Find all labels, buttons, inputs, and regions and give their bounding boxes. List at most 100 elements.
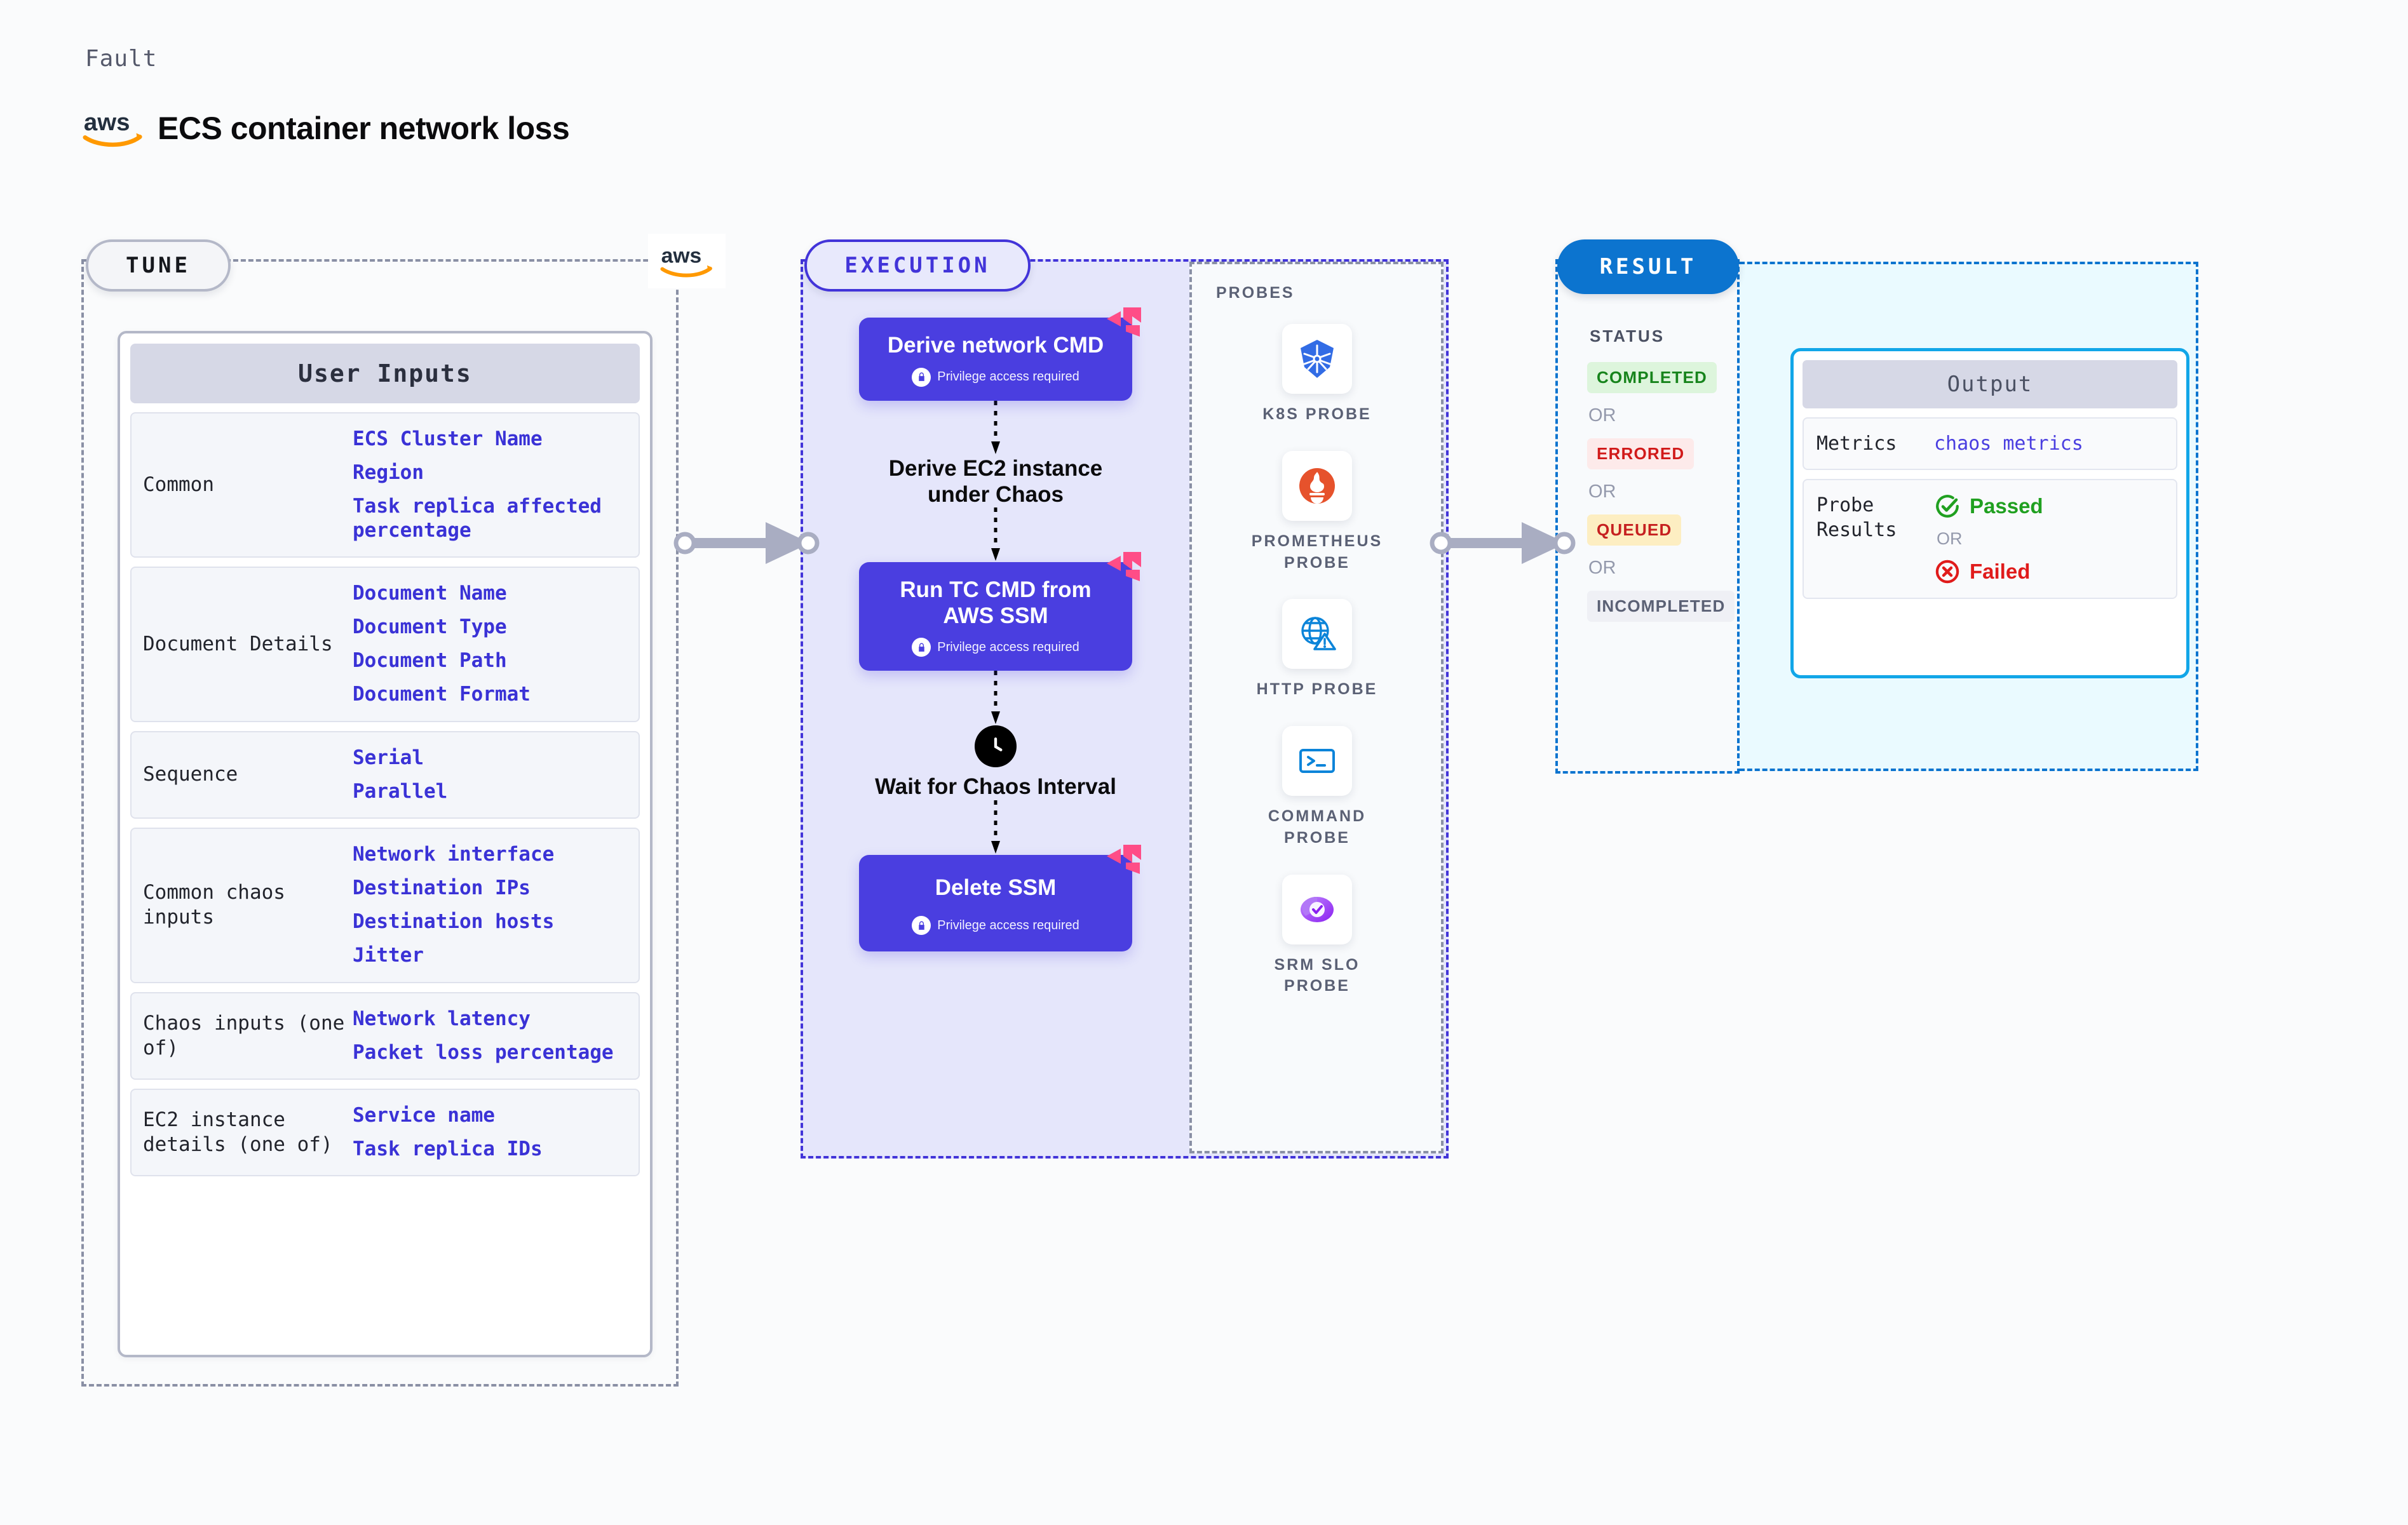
privilege-text: Privilege access required: [937, 370, 1079, 384]
list-item[interactable]: PROMETHEUS PROBE: [1244, 450, 1390, 574]
probe-label: SRM SLO PROBE: [1274, 955, 1360, 995]
terminal-icon: [1282, 726, 1352, 796]
probe-result-failed: Failed: [1934, 558, 2163, 585]
probe-label: HTTP PROBE: [1256, 680, 1378, 699]
status-list: COMPLETED OR ERRORED OR QUEUED OR INCOMP…: [1587, 362, 1740, 622]
row-value[interactable]: Destination IPs: [353, 877, 531, 900]
flow-step-wait-for-chaos-interval: Wait for Chaos Interval: [859, 725, 1132, 800]
metrics-value[interactable]: chaos metrics: [1934, 433, 2083, 455]
row-values: Service name Task replica IDs: [353, 1104, 627, 1161]
flow-node-run-tc-cmd[interactable]: Run TC CMD from AWS SSM Privilege access…: [859, 552, 1141, 671]
stage-badge-execution[interactable]: EXECUTION: [804, 239, 1031, 292]
node-label: Run TC CMD from AWS SSM: [900, 577, 1092, 628]
node-privilege-note: Privilege access required: [876, 638, 1116, 657]
svg-text:aws: aws: [661, 245, 701, 268]
status-label: STATUS: [1590, 326, 1665, 346]
user-inputs-card: User Inputs Common ECS Cluster Name Regi…: [118, 331, 653, 1357]
row-value[interactable]: Destination hosts: [353, 910, 555, 934]
flow-arrow: [859, 800, 1132, 855]
row-value[interactable]: Packet loss percentage: [353, 1040, 614, 1064]
page-eyebrow: Fault: [85, 46, 158, 72]
row-value[interactable]: Network interface: [353, 842, 555, 866]
row-value[interactable]: Service name: [353, 1104, 495, 1127]
probes-label: PROBES: [1216, 284, 1295, 302]
flow-node-derive-network-cmd[interactable]: Derive network CMD Privilege access requ…: [859, 307, 1141, 401]
probe-label: COMMAND PROBE: [1268, 807, 1367, 847]
row-value[interactable]: Task replica IDs: [353, 1138, 543, 1161]
passed-label: Passed: [1970, 494, 2043, 518]
x-circle-icon: [1935, 560, 1959, 584]
privilege-text: Privilege access required: [937, 918, 1079, 932]
list-item[interactable]: K8S PROBE: [1244, 324, 1390, 426]
probes-list: K8S PROBE PROMETHEUS PROBE: [1244, 324, 1390, 997]
table-row: Common chaos inputs Network interface De…: [130, 827, 640, 983]
probe-results-key: Probe Results: [1816, 494, 1897, 541]
row-value[interactable]: Task replica affected percentage: [353, 495, 602, 542]
privilege-text: Privilege access required: [937, 640, 1079, 654]
row-value[interactable]: Document Type: [353, 615, 507, 638]
row-value[interactable]: Serial: [353, 746, 424, 769]
stage-badge-tune[interactable]: TUNE: [86, 239, 231, 292]
row-value[interactable]: ECS Cluster Name: [353, 427, 543, 450]
row-value[interactable]: Document Format: [353, 683, 531, 706]
aws-marker-icon: aws: [648, 234, 726, 288]
srm-slo-icon: [1282, 874, 1352, 944]
row-value[interactable]: Document Path: [353, 649, 507, 673]
status-badge: ERRORED: [1587, 438, 1694, 469]
probe-results-values: Passed OR Failed: [1934, 493, 2163, 585]
or-separator: OR: [1937, 529, 1963, 548]
flow-step-derive-ec2-instance: Derive EC2 instance under Chaos: [888, 455, 1103, 507]
status-badge: INCOMPLETED: [1587, 591, 1735, 622]
metrics-key: Metrics: [1816, 433, 1897, 455]
lock-icon: [912, 638, 931, 657]
table-row: EC2 instance details (one of) Service na…: [130, 1089, 640, 1177]
harness-flag-icon: [1107, 844, 1141, 874]
or-separator: OR: [1588, 481, 1616, 502]
flow-arrow: [859, 671, 1132, 725]
harness-flag-icon: [1107, 552, 1141, 582]
list-item[interactable]: SRM SLO PROBE: [1244, 874, 1390, 998]
flow-arrow: [859, 400, 1132, 455]
flow-node-delete-ssm[interactable]: Delete SSM Privilege access required: [859, 844, 1141, 952]
page-title-row: aws ECS container network loss: [83, 108, 570, 149]
prometheus-icon: [1282, 450, 1352, 521]
row-key: Chaos inputs (one of): [143, 1011, 345, 1059]
aws-logo-icon: aws: [83, 108, 144, 149]
row-value[interactable]: Jitter: [353, 944, 424, 967]
page-title: ECS container network loss: [158, 111, 570, 146]
connector-tune-to-execution: [673, 522, 820, 564]
failed-label: Failed: [1970, 560, 2031, 583]
or-separator: OR: [1588, 405, 1616, 426]
probes-region: [1189, 262, 1444, 1153]
lock-icon: [912, 916, 931, 936]
row-values: Network latency Packet loss percentage: [353, 1007, 627, 1065]
row-value[interactable]: Network latency: [353, 1007, 531, 1030]
output-metrics-row: Metrics chaos metrics: [1803, 417, 2177, 470]
row-key: EC2 instance details (one of): [143, 1108, 333, 1157]
http-globe-warning-icon: [1282, 599, 1352, 669]
row-value[interactable]: Document Name: [353, 581, 507, 605]
row-key: Common chaos inputs: [143, 881, 285, 929]
output-card: Output Metrics chaos metrics Probe Resul…: [1790, 348, 2189, 678]
row-value[interactable]: Parallel: [353, 779, 448, 803]
list-item[interactable]: COMMAND PROBE: [1244, 726, 1390, 849]
harness-flag-icon: [1107, 307, 1141, 337]
list-item[interactable]: HTTP PROBE: [1244, 599, 1390, 701]
row-key: Sequence: [143, 763, 238, 786]
node-privilege-note: Privilege access required: [876, 916, 1116, 936]
stage-badge-result[interactable]: RESULT: [1557, 239, 1739, 294]
step-label: Wait for Chaos Interval: [875, 774, 1116, 800]
row-values: Serial Parallel: [353, 746, 627, 803]
row-value[interactable]: Region: [353, 461, 424, 485]
or-separator: OR: [1588, 558, 1616, 578]
table-row: Chaos inputs (one of) Network latency Pa…: [130, 991, 640, 1080]
row-values: Network interface Destination IPs Destin…: [353, 843, 627, 968]
lock-icon: [912, 367, 931, 387]
row-values: Document Name Document Type Document Pat…: [353, 582, 627, 707]
node-label: Derive network CMD: [887, 333, 1104, 358]
row-values: ECS Cluster Name Region Task replica aff…: [353, 427, 627, 542]
table-row: Document Details Document Name Document …: [130, 566, 640, 722]
tune-region: [81, 259, 679, 1387]
execution-flow: Derive network CMD Privilege access requ…: [859, 307, 1141, 952]
